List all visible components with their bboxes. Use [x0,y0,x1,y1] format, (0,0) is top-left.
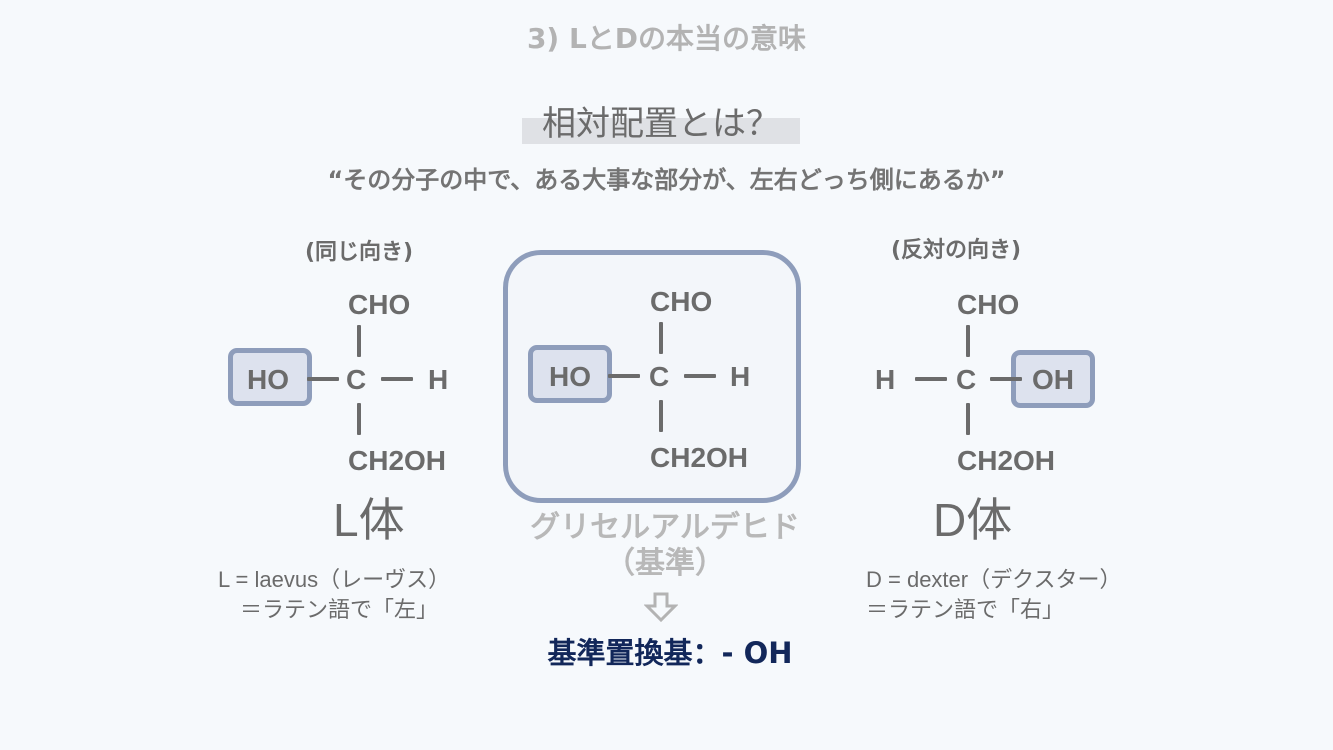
l-bottom-group: CH2OH [348,445,447,476]
reference-name: グリセルアルデヒド （基準） [505,510,825,582]
definition-quote: “その分子の中で、ある大事な部分が、左右どっち側にあるか” [327,166,1006,194]
subtitle-highlight [522,118,800,144]
l-isomer-name: L体 [333,494,405,546]
reference-name-line2: （基準） [605,546,725,581]
ref-bottom-group: CH2OH [650,442,749,473]
subtitle-block: 相対配置とは？ [522,96,800,146]
ref-bond-bottom [659,400,663,432]
d-top-group: CHO [957,289,1020,320]
l-left-group: HO [247,364,289,395]
d-bond-left [915,377,947,381]
ref-right-group: H [730,361,751,392]
slide-title: 3) LとDの本当の意味 [526,22,807,55]
d-right-group: OH [1032,364,1074,395]
d-description-line2: ＝ラテン語で「右」 [866,597,1065,622]
d-isomer-name: D体 [933,494,1013,546]
l-center-carbon: C [346,364,367,395]
d-description-line1: D = dexter（デクスター） [866,567,1122,592]
down-arrow-icon [644,592,678,622]
d-highlighted-group-box [1011,350,1095,408]
d-left-group: H [875,364,896,395]
ref-bond-right [684,374,716,378]
l-bond-left [307,377,339,381]
l-orientation-label: (同じ向き) [305,240,414,265]
l-description-line2: ＝ラテン語で「左」 [240,597,439,622]
subtitle: 相対配置とは？ [542,104,780,144]
ref-bond-top [659,322,663,354]
ref-left-group: HO [549,361,591,392]
l-bond-right [381,377,413,381]
ref-bond-left [608,374,640,378]
ref-center-carbon: C [649,361,670,392]
l-bond-bottom [357,403,361,435]
l-bond-top [357,325,361,357]
d-bond-right [990,377,1022,381]
ref-top-group: CHO [650,286,713,317]
l-description-line1: L = laevus（レーヴス） [218,567,451,592]
d-bond-bottom [966,403,970,435]
d-orientation-label: (反対の向き) [891,238,1022,263]
d-bond-top [966,325,970,357]
d-center-carbon: C [956,364,977,395]
l-top-group: CHO [348,289,411,320]
reference-name-line1: グリセルアルデヒド [530,510,800,545]
ref-highlighted-group-box [528,345,612,403]
d-bottom-group: CH2OH [957,445,1056,476]
reference-substituent: 基準置換基：- OH [547,636,793,670]
l-right-group: H [428,364,449,395]
